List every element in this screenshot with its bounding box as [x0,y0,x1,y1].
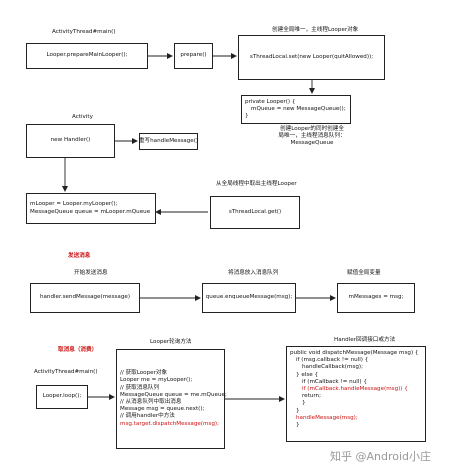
label-looper-poll: Looper轮询方法 [150,339,192,345]
box-new-handler: new Handler() [26,124,115,158]
box-looper-loop: Looper.loop(); [36,385,88,409]
label-activity: Activity [72,114,93,120]
label-handler-dispatch: Handler回调接口或方法 [334,337,396,343]
label-begin-send: 开始发送消息 [74,270,108,276]
box-handle-message: 重写handleMessage() [139,133,198,150]
section-send-message: 发送消息 [68,253,91,259]
label-get-looper: 从全局线程中取出主线程Looper [216,181,297,187]
section-take-message: 取消息（消费） [58,347,98,353]
label-create-queue: 创建Looper的同时创建全 局唯一，主线程消息队列： MessageQueue [278,126,346,146]
watermark: 知乎 @Android小庄 [330,450,432,463]
box-send-message: handler.sendMessage(message) [30,283,140,313]
box-looper-constructor: private Looper() { mQueue = new MessageQ… [241,95,351,124]
label-assign: 赋值全局变量 [347,270,381,276]
box-thread-local-set: sThreadLocal.set(new Looper(quitAllowed)… [238,35,385,80]
label-enqueue: 将消息放入消息队列 [228,270,279,276]
box-dispatch-message: public void dispatchMessage(Message msg)… [286,346,426,442]
box-enqueue-message: queue.enqueueMessage(msg); [202,283,296,313]
label-activity-thread-main: ActivityThread#main() [52,29,116,35]
label-create-looper: 创建全局唯一，主线程Looper对象 [272,27,359,33]
box-handler-fields: mLooper = Looper.myLooper(); MessageQueu… [26,193,156,224]
box-prepare: prepare() [174,43,213,69]
box-prepare-main-looper: Looper.prepareMainLooper(); [26,43,148,69]
box-messages-assign: mMessages = msg; [337,283,415,313]
label-activity-thread-main-bottom: ActivityThread#main() [34,369,98,375]
box-loop-body: // 获取Looper对象 Looper me = myLooper(); //… [116,349,227,449]
box-thread-local-get: sThreadLocal.get() [210,196,300,229]
